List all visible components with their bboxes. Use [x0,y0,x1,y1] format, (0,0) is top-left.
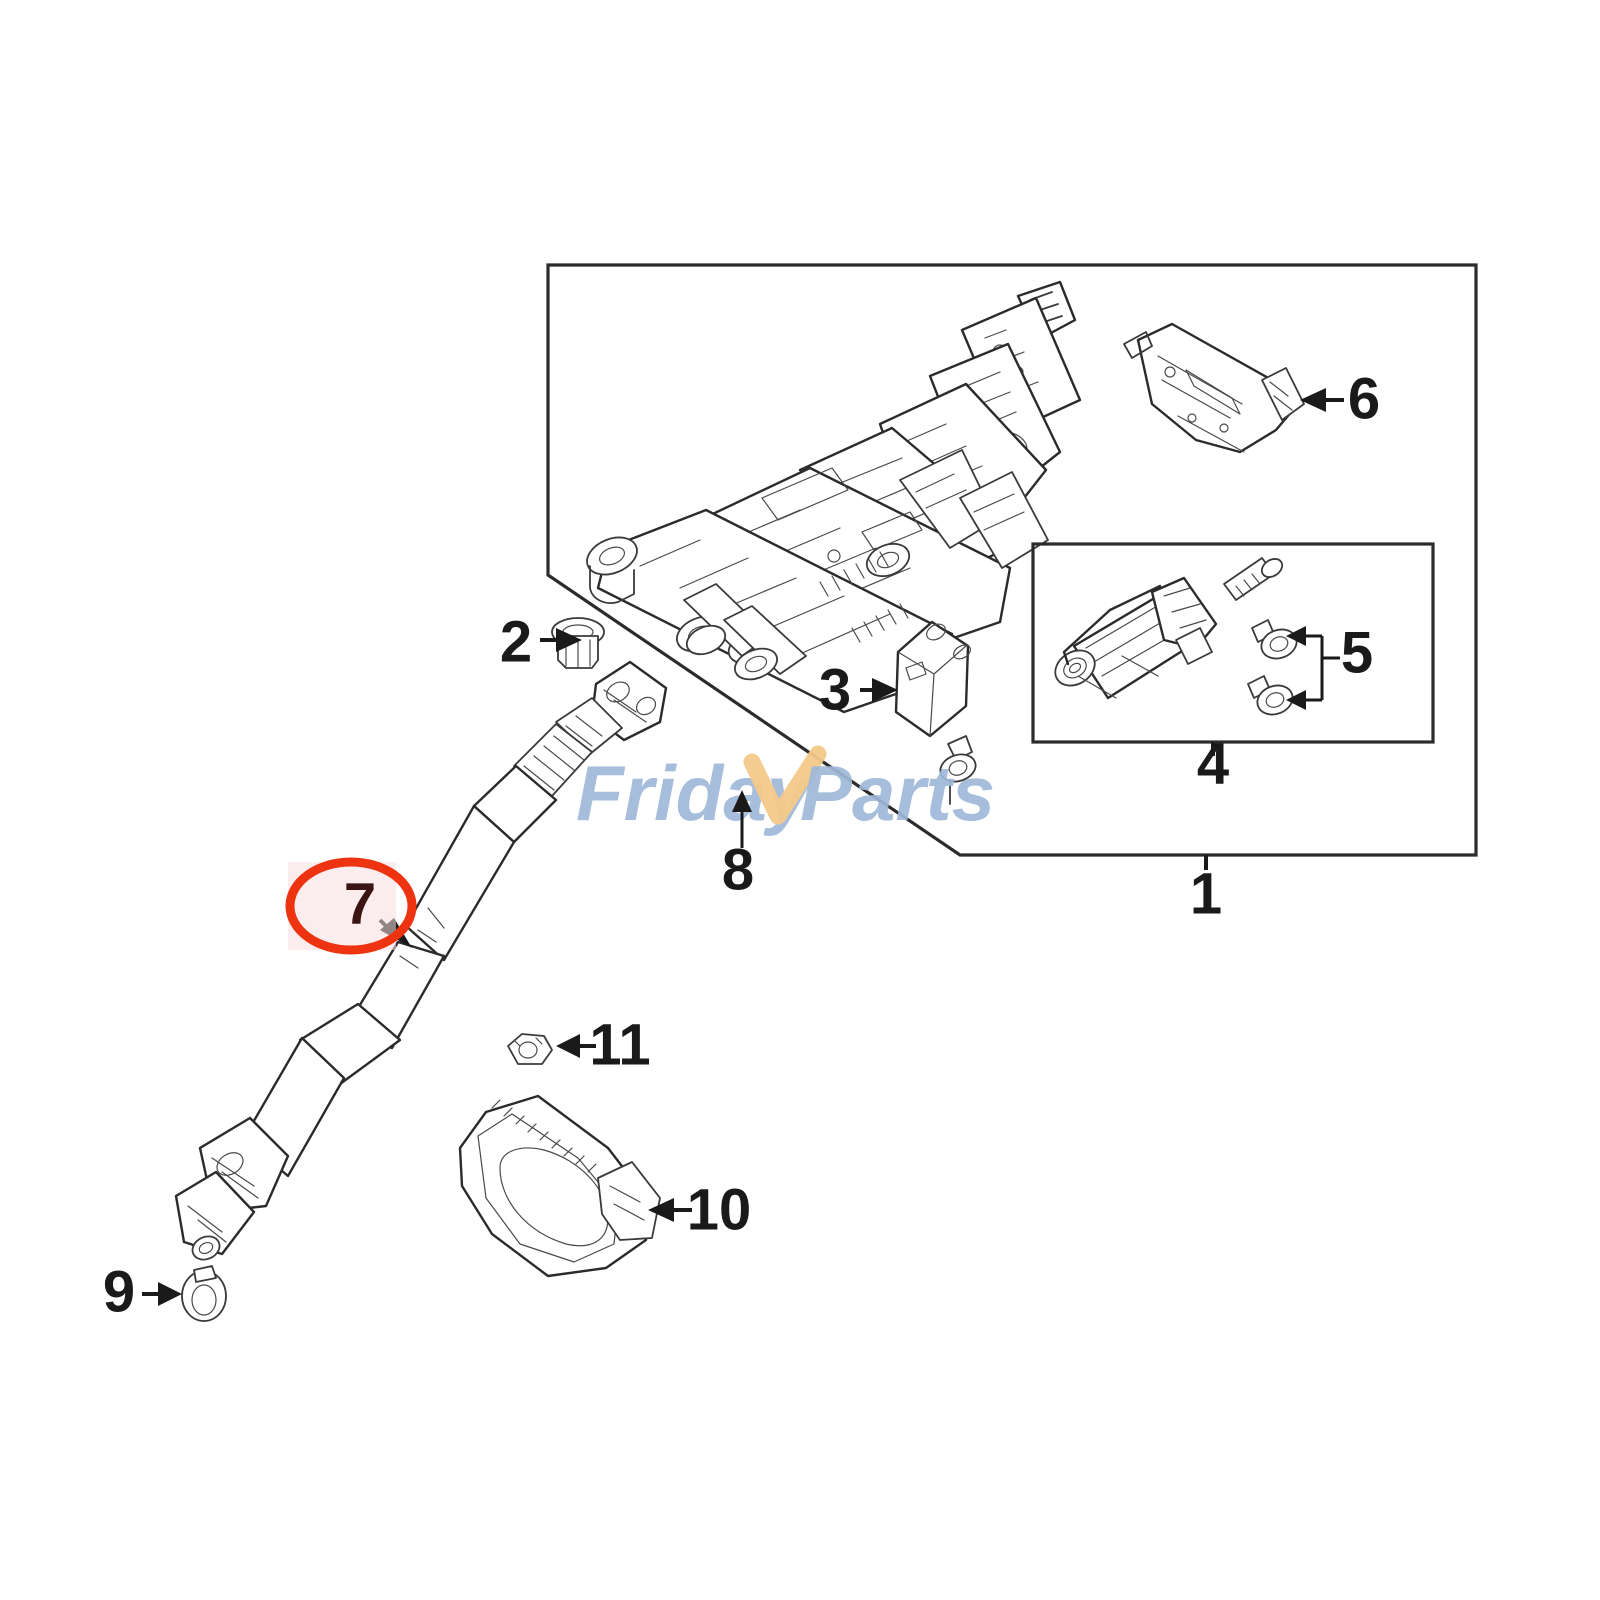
part-9-pinch-clamp [181,1265,227,1322]
leader-callout-5 [1286,626,1340,710]
part-8-stud-bolt [939,735,977,805]
leader-callout-8 [732,790,752,848]
watermark-text-parts: Parts [800,749,995,837]
leader-callout-11 [556,1034,596,1058]
callout-label-6: 6 [1348,366,1380,431]
highlight-callout-7 [285,857,417,955]
highlight-ellipse [285,857,417,955]
leader-callout-9 [142,1282,182,1306]
steering-column-assembly-drawing [586,280,1082,714]
leader-callout-10 [648,1198,692,1222]
callout-label-4: 4 [1197,731,1229,796]
callout-label-1: 1 [1190,861,1222,926]
part-4-steering-motor [1054,557,1298,716]
callout-label-2: 2 [500,609,532,674]
callout-label-3: 3 [819,657,851,722]
part-11-nut [507,1033,553,1065]
main-group-box [546,263,1478,857]
leader-callout-6 [1300,388,1344,412]
callout-label-5: 5 [1341,620,1373,685]
part-7-intermediate-shaft [174,660,668,1261]
callout-labels: 1 2 3 4 5 6 7 8 9 10 11 [103,366,1380,1324]
leader-callout-3 [860,678,898,702]
callout-label-8: 8 [722,837,754,902]
callout-label-10: 10 [687,1177,752,1242]
leader-callout-2 [540,628,582,652]
callout-label-11: 11 [589,1012,650,1077]
callout-label-9: 9 [103,1259,135,1324]
part-3-cover-bracket [894,620,971,738]
part-10-steering-boot [458,1094,661,1278]
callout-label-7: 7 [344,871,376,936]
motor-group-box [1031,542,1435,744]
part-6-shroud-bracket [1123,322,1305,454]
watermark: Friday Parts [576,745,995,837]
